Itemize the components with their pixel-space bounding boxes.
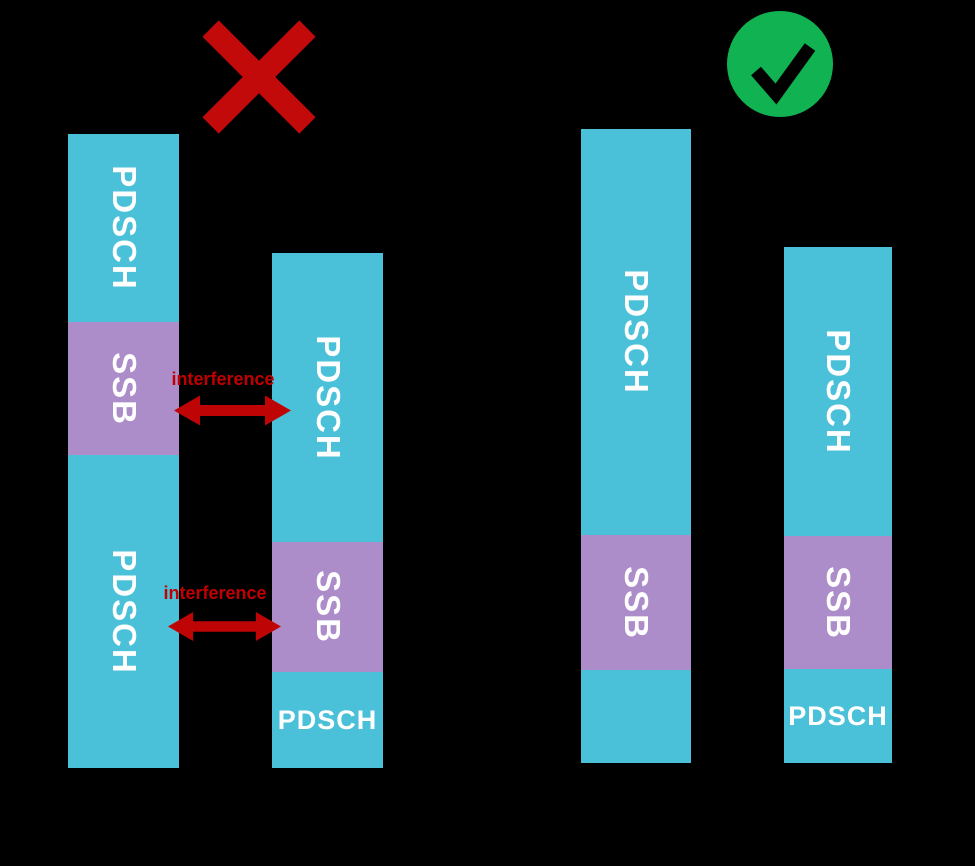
good-carrier2-column: PDSCH SSB PDSCH <box>784 247 892 763</box>
interference-arrow-2 <box>168 611 281 647</box>
bad-carrier1-column: PDSCH SSB PDSCH <box>68 134 179 768</box>
interference-arrow-1 <box>174 395 291 431</box>
segment-label: PDSCH <box>277 704 378 735</box>
interference-label-1: interference <box>171 369 275 389</box>
segment-label: SSB <box>617 565 655 640</box>
bad-carrier2-column: PDSCH SSB PDSCH <box>272 253 383 768</box>
pdsch-segment: PDSCH <box>581 129 691 535</box>
ssb-segment: SSB <box>272 542 383 672</box>
ssb-segment: SSB <box>68 322 179 455</box>
segment-label: PDSCH <box>820 328 857 455</box>
pdsch-segment: PDSCH <box>784 247 892 536</box>
pdsch-segment: PDSCH <box>784 669 892 763</box>
interference-label-2: interference <box>163 583 267 603</box>
good-carrier1-column: PDSCH SSB <box>581 129 691 763</box>
pdsch-segment: PDSCH <box>272 253 383 542</box>
pdsch-segment: PDSCH <box>68 134 179 322</box>
ssb-segment: SSB <box>784 536 892 669</box>
segment-label: SSB <box>819 565 857 640</box>
pdsch-segment: PDSCH <box>272 672 383 768</box>
ssb-segment: SSB <box>581 535 691 670</box>
segment-label: PDSCH <box>105 548 143 675</box>
segment-label: PDSCH <box>788 700 888 731</box>
pdsch-segment <box>581 670 691 763</box>
segment-label: SSB <box>309 570 347 644</box>
segment-label: SSB <box>105 351 143 426</box>
check-icon <box>727 11 833 117</box>
segment-label: PDSCH <box>105 165 143 291</box>
checkmark-glyph <box>751 43 816 105</box>
pdsch-segment: PDSCH <box>68 455 179 768</box>
segment-label: PDSCH <box>309 334 347 461</box>
segment-label: PDSCH <box>618 269 655 395</box>
cross-icon <box>201 19 316 134</box>
